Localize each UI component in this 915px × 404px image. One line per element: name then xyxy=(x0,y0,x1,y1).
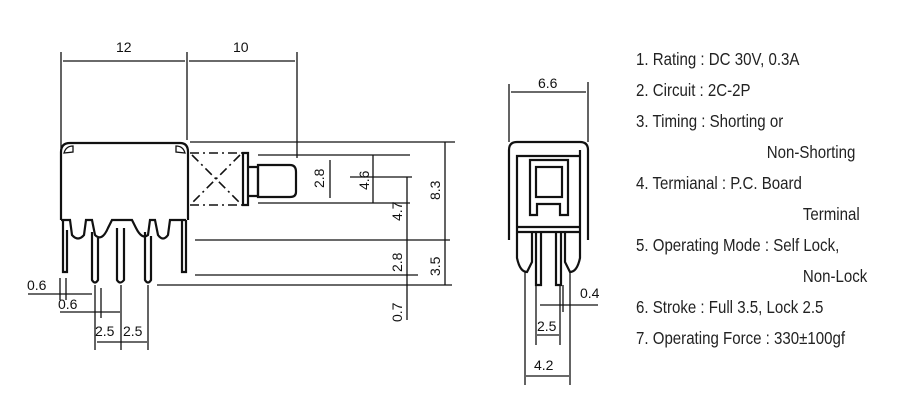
spec-circuit: 2. Circuit : 2C-2P xyxy=(636,80,751,100)
dim-label-pitch-2: 2.5 xyxy=(123,323,143,339)
pin xyxy=(90,232,100,284)
dim-label-12: 12 xyxy=(116,39,132,55)
spec-terminal-cont: Terminal xyxy=(802,204,860,224)
dim-label-center-to-base: 4.7 xyxy=(389,201,405,221)
dim-label-pin-thickness: 0.4 xyxy=(580,285,600,301)
spec-timing-cont: Non-Shorting xyxy=(766,142,856,162)
switch-body xyxy=(59,141,190,220)
pin xyxy=(180,220,188,274)
spec-operating-force: 7. Operating Force : 330±100gf xyxy=(636,328,846,348)
dim-label-button-height: 2.8 xyxy=(311,168,327,188)
pin xyxy=(61,220,69,274)
pin xyxy=(115,228,126,284)
dim-label-row-spacing: 4.2 xyxy=(534,357,554,373)
dim-label-total-height: 8.3 xyxy=(427,180,443,200)
front-view: 6.6 0.4 2.5 4.2 xyxy=(507,75,600,385)
spec-terminal: 4. Termianal : P.C. Board xyxy=(636,173,802,193)
spec-list: 1. Rating : DC 30V, 0.3A 2. Circuit : 2C… xyxy=(636,44,867,354)
housing-frame xyxy=(507,140,590,240)
dim-label-pitch-1: 2.5 xyxy=(95,323,115,339)
dim-label-pin-width-2: 0.6 xyxy=(58,296,78,312)
body-base xyxy=(61,218,186,240)
dim-label-pin-tail: 0.7 xyxy=(389,302,405,322)
plunger-shaft xyxy=(249,165,260,198)
dim-label-pin-width-1: 0.6 xyxy=(27,277,47,293)
plunger-collar xyxy=(241,151,250,207)
plunger-face xyxy=(528,158,570,217)
spec-operating-mode-cont: Non-Lock xyxy=(802,266,868,286)
spec-rating: 1. Rating : DC 30V, 0.3A xyxy=(636,49,800,69)
dim-label-plunger-height: 4.6 xyxy=(356,170,372,190)
dim-label-base-to-pin: 3.5 xyxy=(427,256,443,276)
side-view: 12 10 2.8 4.6 4.7 xyxy=(27,39,455,350)
spec-stroke: 6. Stroke : Full 3.5, Lock 2.5 xyxy=(636,297,824,317)
dim-label-front-pitch: 2.5 xyxy=(537,318,557,334)
plunger-square xyxy=(534,165,564,199)
push-button xyxy=(256,163,298,199)
spec-timing: 3. Timing : Shorting or xyxy=(636,111,784,131)
dim-label-pin-offset: 2.8 xyxy=(389,252,405,272)
dim-label-10: 10 xyxy=(233,39,249,55)
pin xyxy=(143,232,153,284)
terminal-left xyxy=(515,232,534,274)
spec-operating-mode: 5. Operating Mode : Self Lock, xyxy=(636,235,840,255)
dim-label-width: 6.6 xyxy=(538,75,558,91)
terminal-right xyxy=(563,232,582,274)
